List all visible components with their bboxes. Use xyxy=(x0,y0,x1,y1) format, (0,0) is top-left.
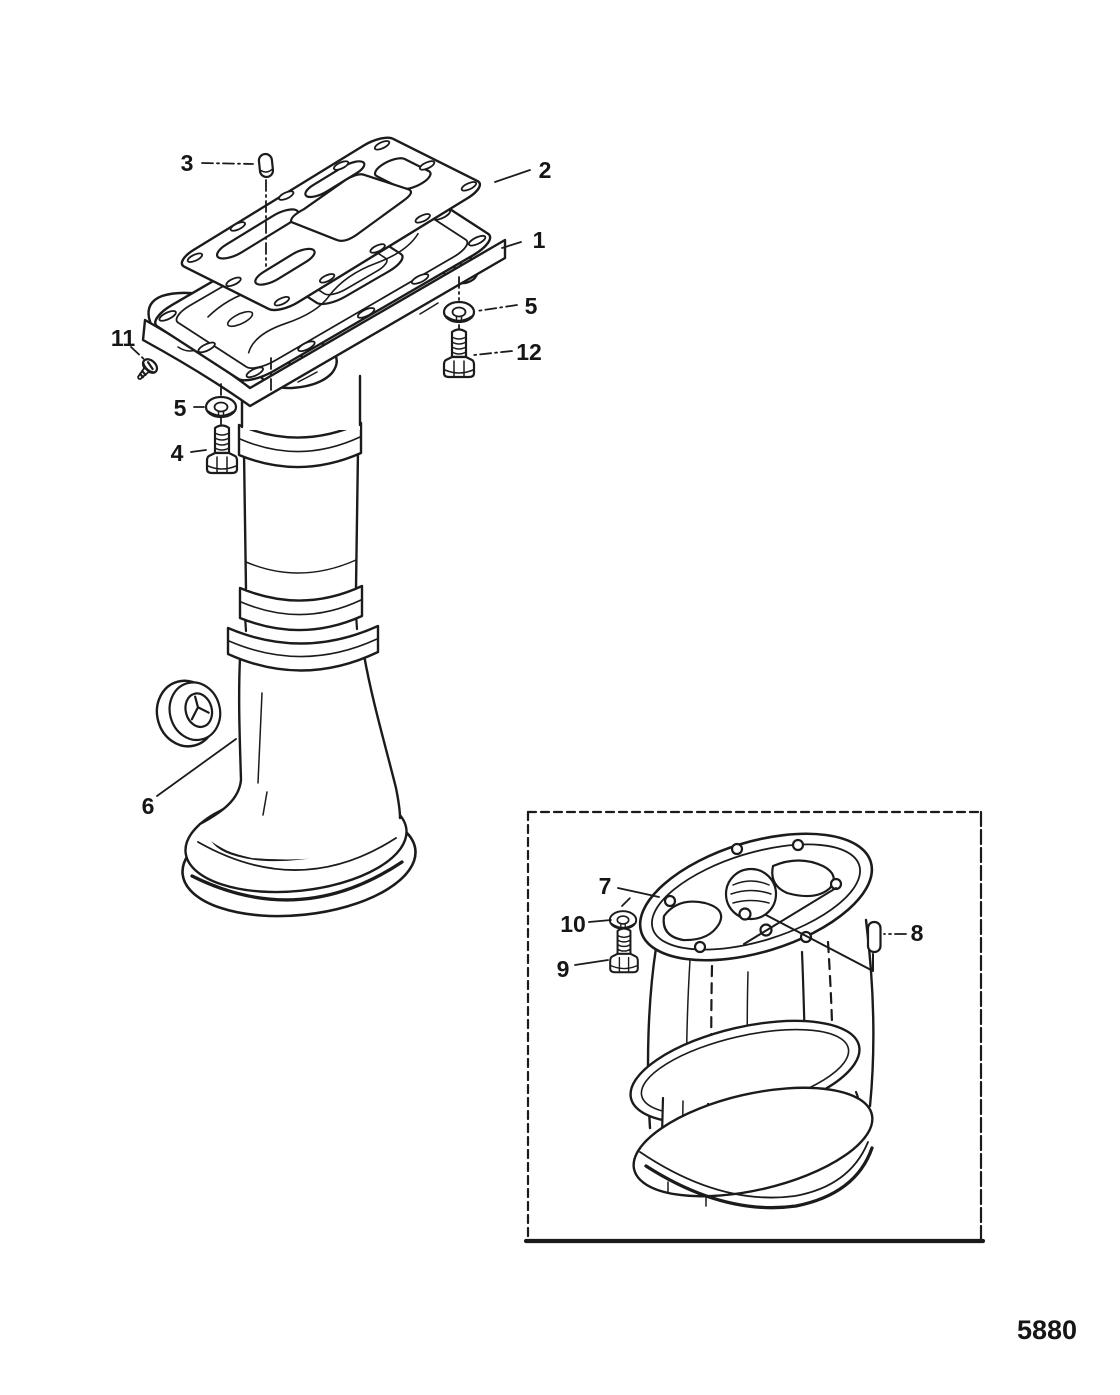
inset-driveshaft-housing xyxy=(629,832,875,1210)
inset-dowel-pin-8 xyxy=(866,920,882,954)
callout-label-1: 1 xyxy=(533,227,546,253)
driveshaft-housing xyxy=(181,374,417,918)
callout-label-8: 8 xyxy=(911,920,924,946)
leader-lines xyxy=(130,162,907,966)
callout-label-5-right: 5 xyxy=(525,293,538,319)
callout-label-4: 4 xyxy=(171,440,184,466)
bolt-right xyxy=(442,328,476,379)
washer-left xyxy=(204,395,238,419)
callout-label-3: 3 xyxy=(181,150,194,176)
washer-right xyxy=(442,300,476,324)
inset-box xyxy=(523,810,986,1244)
callout-label-9: 9 xyxy=(557,956,570,982)
callout-label-6: 6 xyxy=(142,793,155,819)
gasket xyxy=(173,133,487,314)
inset-washer-10 xyxy=(608,910,638,930)
bolt-left xyxy=(205,424,239,475)
inset-bolt-9 xyxy=(609,927,639,974)
callout-label-7: 7 xyxy=(599,873,612,899)
callout-label-10: 10 xyxy=(560,911,586,937)
pin-indicator-line xyxy=(743,887,837,945)
screw-11 xyxy=(137,358,159,380)
figure-number: 5880 xyxy=(1017,1315,1077,1345)
callout-label-12: 12 xyxy=(516,339,542,365)
callout-label-5-left: 5 xyxy=(174,395,187,421)
dowel-pin-3 xyxy=(257,152,275,179)
callout-label-2: 2 xyxy=(539,157,552,183)
callout-label-11: 11 xyxy=(111,325,136,351)
grommet xyxy=(155,679,222,748)
pin-indicator-line xyxy=(765,914,874,972)
